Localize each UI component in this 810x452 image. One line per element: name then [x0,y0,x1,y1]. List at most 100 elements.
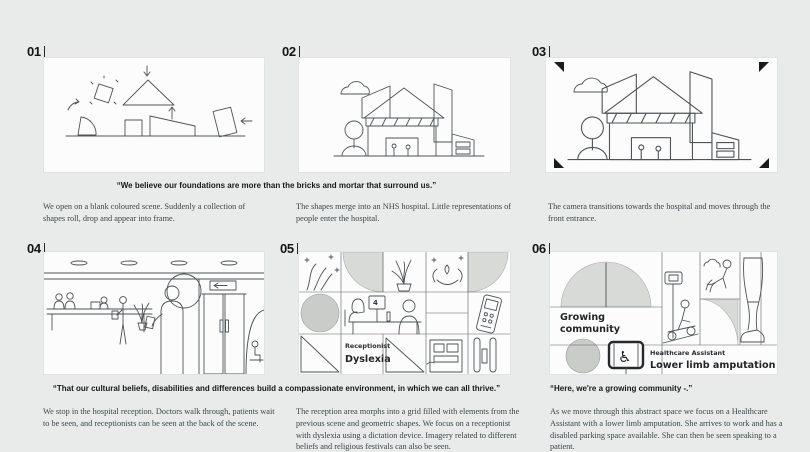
quote-compassionate-environment: “That our cultural beliefs, disabilities… [52,384,501,393]
falling-shapes-illustration [65,65,253,138]
panel-number-bar [43,243,46,254]
panel-04-number: 04 [27,241,46,256]
panel-01-number: 01 [27,44,46,59]
condition-label: Lower limb amputation [650,360,776,371]
person-head [55,293,63,301]
panel-02-caption: The shapes merge into an NHS hospital. L… [296,202,512,223]
camera-marker-top-right [759,62,769,72]
camera-marker-bottom-left [554,158,564,168]
condition-label: Dyslexia [345,354,391,365]
person-head [100,296,108,304]
panel-05-frame: Receptionist Dyslexia 4 [299,252,510,374]
prosthetic-leg-illustration [740,257,765,343]
cloud-shape [703,258,721,268]
tiny-people [638,144,662,161]
door-right [224,293,245,374]
cupped-hands [432,268,463,285]
community-grid-illustration: ♿ Growing community Healthcare Assistant… [550,252,777,374]
panel-03-number: 03 [532,44,551,59]
monitor-digit: 4 [373,299,378,307]
panel-number-text: 01 [27,44,41,59]
panel-number-text: 04 [27,241,41,256]
person-head [402,299,416,313]
panel-number-bar [548,46,551,57]
panel-number-bar [548,243,551,254]
panel-03-frame [546,58,777,172]
panel-number-bar [296,243,299,254]
door-handle [481,348,488,364]
tree-shape [344,120,364,140]
circle-shape [565,338,601,374]
panel-05-number: 05 [280,241,299,256]
panel-03-caption: The camera transitions towards the hospi… [548,202,771,223]
doctor-head [164,285,180,301]
falling-square-shape [93,83,114,104]
panel-06-caption: As we move through this abstract space w… [550,407,783,452]
shelf-unit [429,339,463,373]
circle-shape [300,293,340,333]
person-head [119,296,127,304]
block-shape [124,119,143,137]
panel-number-text: 05 [280,241,294,256]
quarter-circle-shape [467,252,509,293]
panel-02-number: 02 [282,44,301,59]
panel-number-text: 02 [282,44,296,59]
door-panel [489,337,497,373]
tilted-rect-shape [212,106,238,138]
patient-head [251,340,259,348]
community-label: Growing community [560,312,621,335]
plant-pot [137,322,148,331]
round-window [166,273,202,309]
panel-06-frame: ♿ Growing community Healthcare Assistant… [550,252,777,374]
hands-illustration [306,263,333,291]
tiny-people [391,143,411,157]
panel-05-caption: The reception area morphs into a grid fi… [296,407,520,452]
person-head [66,292,74,300]
doctor-coat [160,300,184,374]
reception-grid-illustration: Receptionist Dyslexia 4 [299,252,510,374]
triangle-shape [385,337,425,373]
monitor [90,301,101,310]
panel-number-text: 06 [532,241,546,256]
desk-microphone [386,311,391,322]
triangle-shape [300,335,340,373]
panel-02-frame [299,58,510,172]
door-left [203,293,224,374]
panel-01-caption: We open on a blank coloured scene. Sudde… [43,202,246,223]
camera-marker-bottom-right [759,158,769,168]
plant-pot [396,283,412,292]
panel-number-bar [43,46,46,57]
accessible-parking-sign: ♿ [607,340,645,374]
rider-head [680,299,690,309]
clipboard [111,310,119,320]
ramp-shape [149,115,196,137]
exit-sign [209,280,237,291]
panel-04-caption: We stop in the hospital reception. Docto… [43,407,275,428]
quote-growing-community: “Here, we're a growing community -.” [550,384,693,393]
quote-foundations: “We believe our foundations are more tha… [116,181,437,190]
gardener-head [722,259,732,269]
receptionist-head [351,298,365,314]
quarter-circle-shape [342,252,384,293]
quarter-circle-shape [699,298,739,346]
panel-04-frame [44,252,264,374]
role-label: Receptionist [345,342,390,350]
reception-illustration [44,260,264,374]
tree-shape [580,116,604,140]
dictation-device-icon [476,294,502,334]
panel-number-text: 03 [532,44,546,59]
shoe [740,329,765,343]
clipboard [144,315,156,330]
panel-06-number: 06 [532,241,551,256]
cloud-shape [340,81,370,95]
door-panel [473,337,481,373]
hospital-closeup-illustration [554,62,769,168]
parking-sign [664,271,683,285]
panel-01-frame [44,58,264,172]
wedge-shape [77,116,97,136]
hospital-illustration [333,81,485,157]
role-label: Healthcare Assistant [650,349,725,357]
triangle-shape [122,79,175,106]
flame [444,264,450,275]
